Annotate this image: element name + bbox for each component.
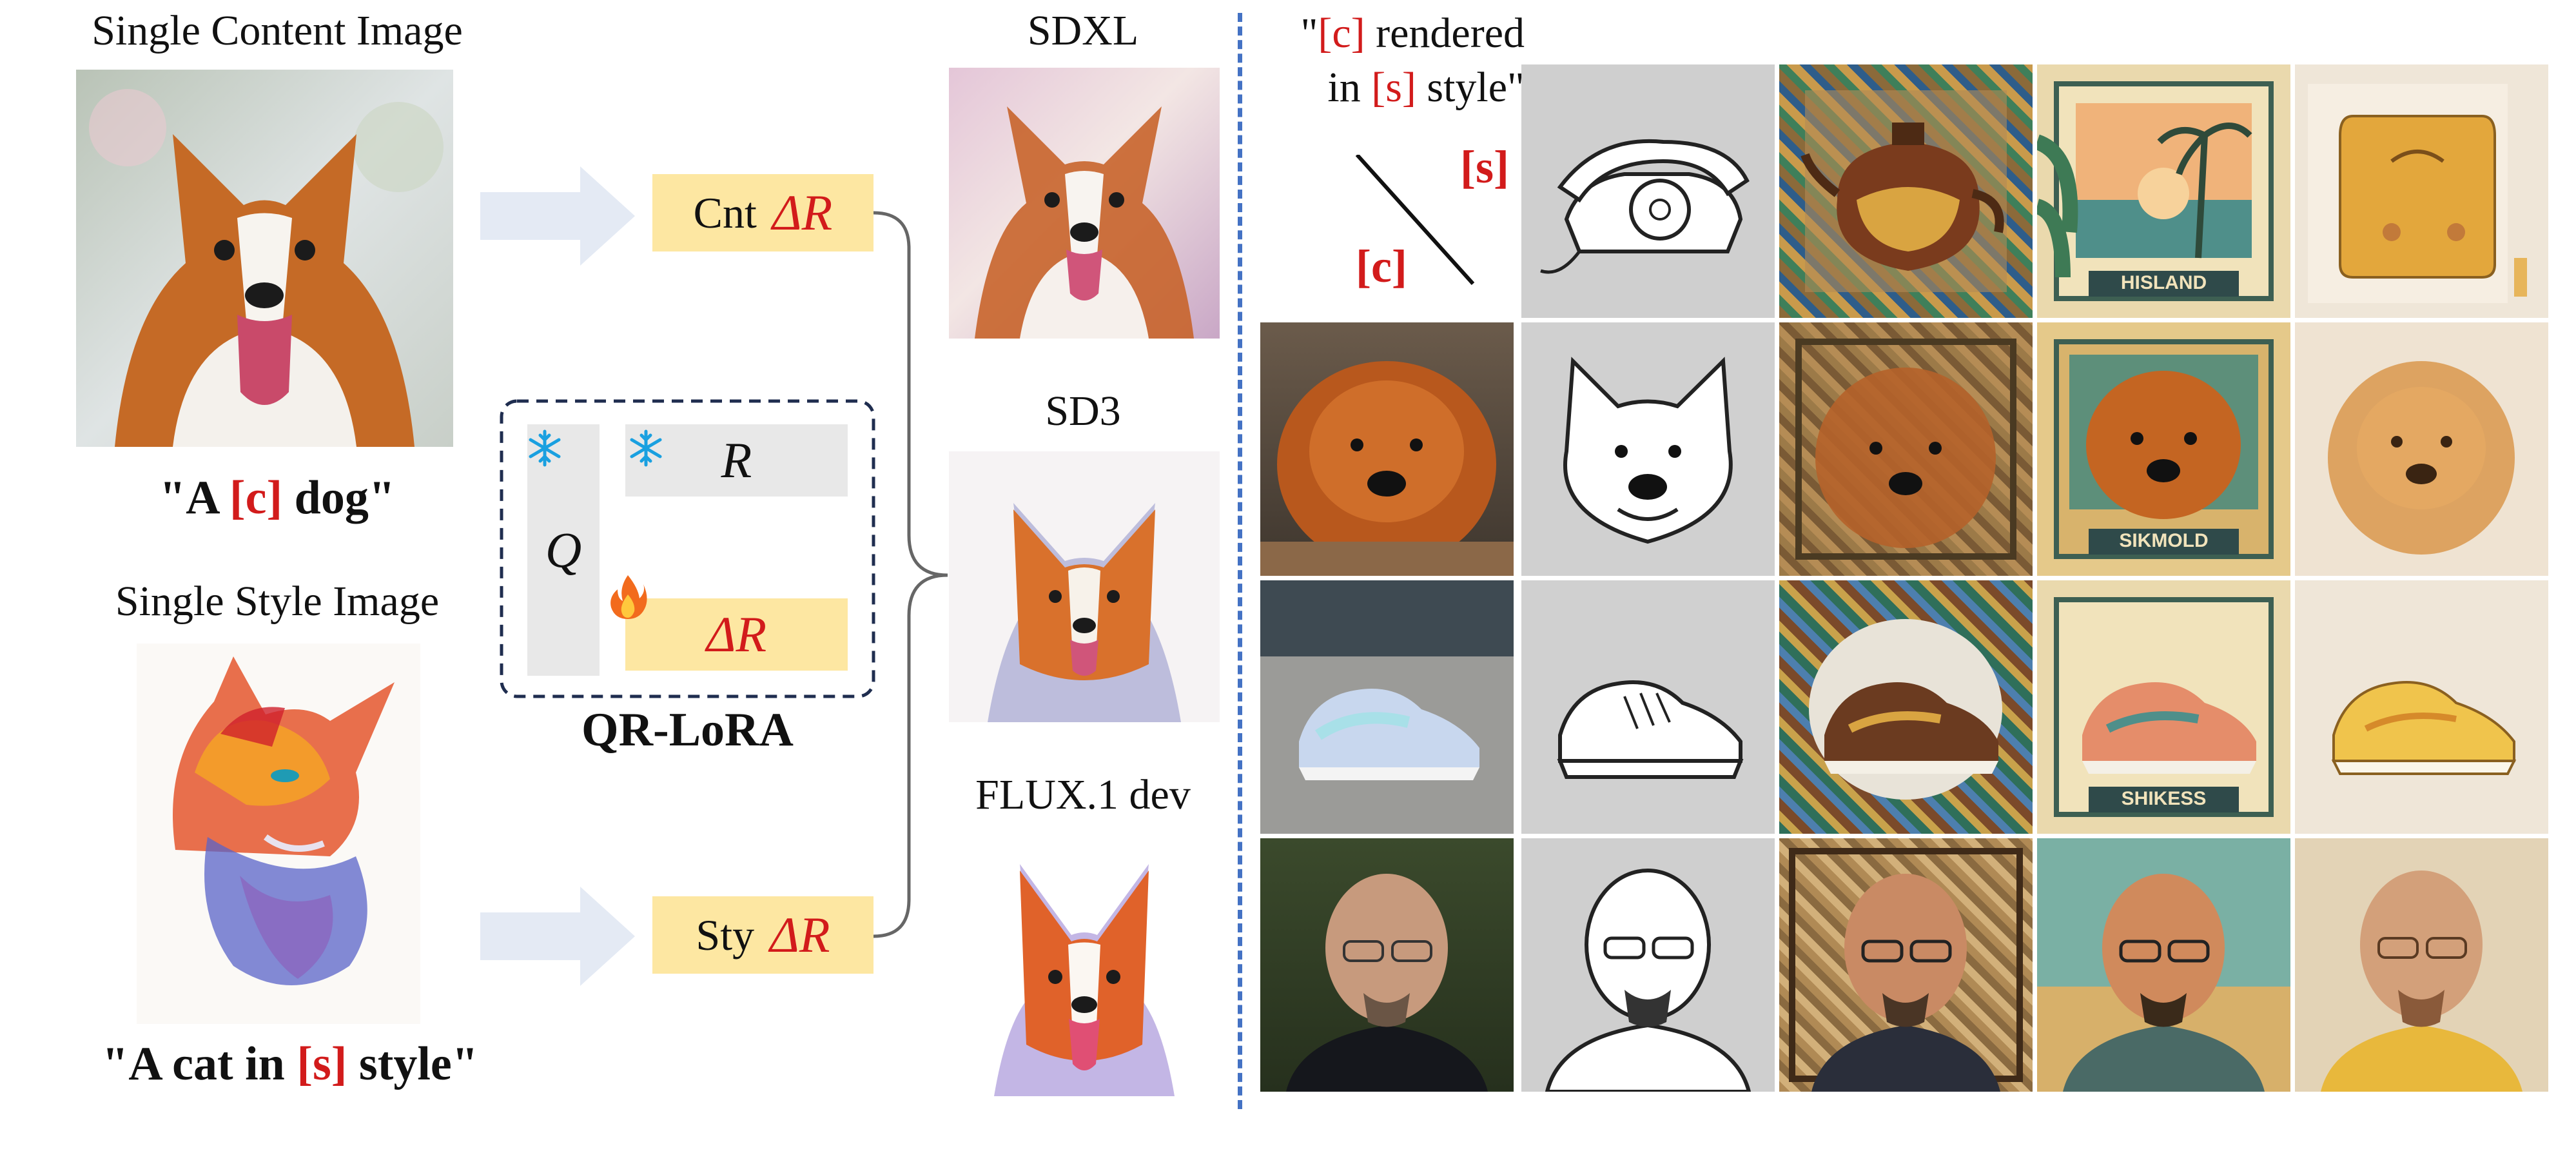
result-sneaker-vintage-poster: SHIKESS (2037, 580, 2290, 834)
style-image-cat (137, 644, 420, 1024)
section-divider (1238, 13, 1242, 1109)
result-chow-chow-mosaic (1779, 322, 2033, 576)
style-ref-pencil-sketch (2295, 64, 2548, 318)
model-label-sdxl: SDXL (1027, 7, 1139, 54)
qr-lora-frame (500, 399, 875, 698)
content-prompt: "A [c] dog" (159, 471, 395, 524)
r-label: R (721, 432, 752, 488)
poster-text: SIKMOLD (2119, 530, 2209, 551)
style-ref-mosaic (1779, 64, 2033, 318)
content-ref-sneaker (1260, 580, 1514, 834)
style-ref-vintage-poster: HISLAND (2037, 64, 2290, 318)
snowflake-icon (529, 429, 561, 467)
qr-lora-caption: QR-LoRA (581, 704, 794, 756)
style-image-title: Single Style Image (115, 578, 440, 625)
result-sneaker-pencil-sketch (2295, 580, 2548, 834)
result-chow-chow-line-art (1521, 322, 1775, 576)
result-bald-man-mosaic (1779, 838, 2033, 1092)
r-matrix: R (625, 424, 848, 497)
style-prompt: "A cat in [s] style" (102, 1038, 478, 1090)
style-arrow (480, 887, 635, 986)
content-arrow (480, 166, 635, 266)
result-chow-chow-vintage-poster: SIKMOLD (2037, 322, 2290, 576)
content-ref-chow-chow (1260, 322, 1514, 576)
style-ref-line-art (1521, 64, 1775, 318)
result-bald-man-vintage-poster (2037, 838, 2290, 1092)
content-axis-label: [c] (1356, 241, 1407, 292)
content-image-corgi (76, 70, 453, 447)
q-label: Q (545, 522, 582, 578)
sd3-output-image (949, 451, 1220, 722)
grid-header-diagonal (1355, 155, 1475, 286)
q-matrix: Q (527, 424, 600, 676)
content-ref-bald-man (1260, 838, 1514, 1092)
qr-delta-r-matrix: ΔR (625, 598, 848, 671)
model-label-sd3: SD3 (1045, 388, 1121, 435)
grid-header-caption: "[c] rendered in [s] style" (1300, 10, 1525, 111)
result-sneaker-mosaic (1779, 580, 2033, 834)
model-label-flux: FLUX.1 dev (975, 771, 1191, 818)
style-axis-label: [s] (1460, 141, 1509, 193)
poster-text: HISLAND (2120, 272, 2207, 293)
merge-bracket (873, 211, 948, 938)
result-sneaker-line-art (1521, 580, 1775, 834)
flux-output-image (949, 832, 1220, 1103)
grid-header-cell: "[c] rendered in [s] style" [s] [c] (1260, 10, 1525, 318)
result-bald-man-line-art (1521, 838, 1775, 1092)
content-image-title: Single Content Image (92, 7, 463, 54)
fire-icon (610, 575, 647, 619)
result-bald-man-pencil-sketch (2295, 838, 2548, 1092)
result-chow-chow-pencil-sketch (2295, 322, 2548, 576)
sdxl-output-image (949, 68, 1220, 339)
poster-text: SHIKESS (2121, 788, 2207, 809)
snowflake-icon (630, 429, 662, 467)
